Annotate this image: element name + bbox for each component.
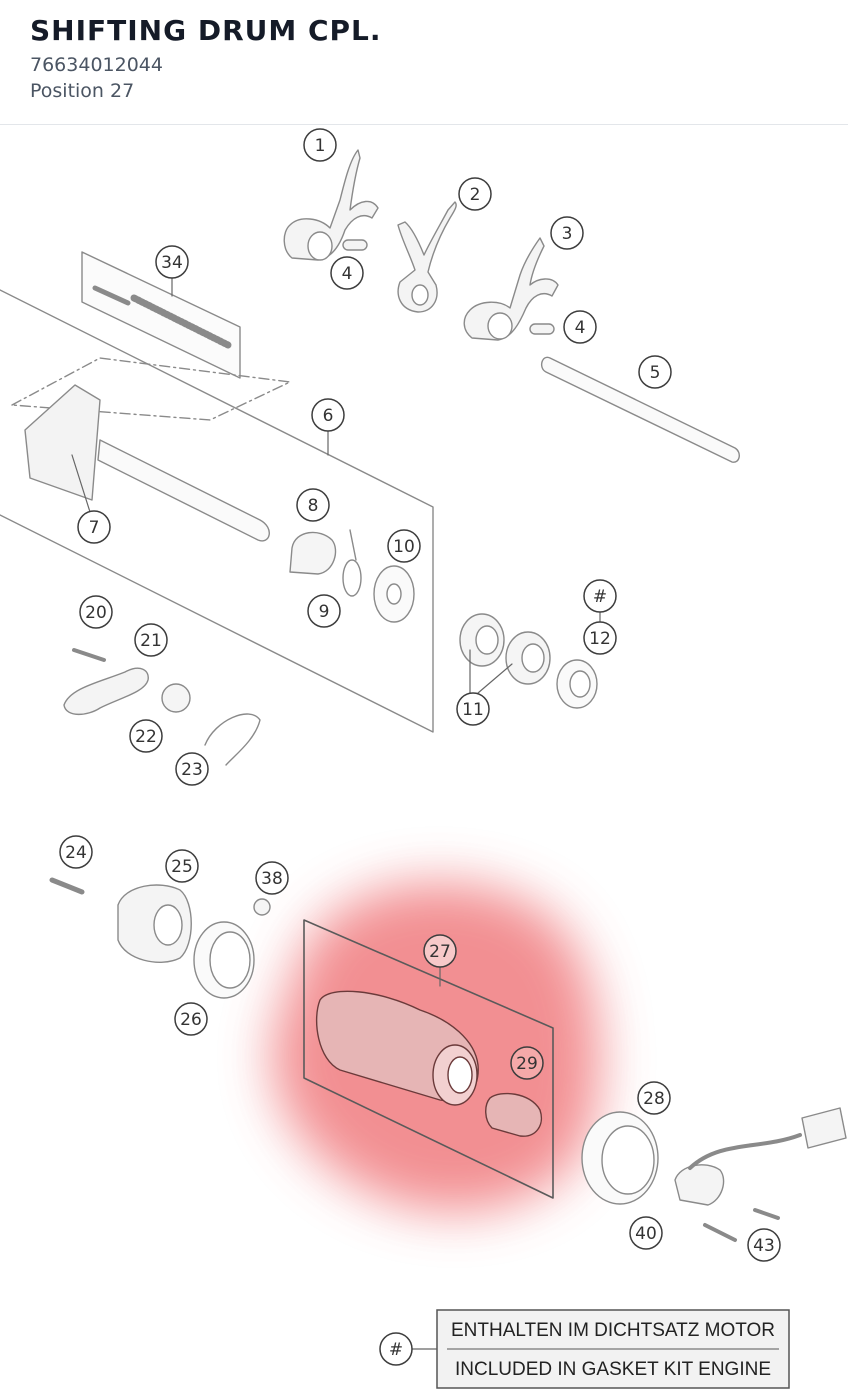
pin-4b bbox=[529, 323, 555, 335]
svg-text:4: 4 bbox=[342, 264, 353, 284]
callout-26[interactable]: 26 bbox=[174, 1002, 208, 1036]
svg-text:29: 29 bbox=[516, 1054, 538, 1074]
seal-12 bbox=[556, 659, 598, 709]
callout-10[interactable]: 10 bbox=[387, 529, 421, 563]
svg-text:2: 2 bbox=[470, 185, 481, 205]
callout-hash-a[interactable]: # bbox=[583, 579, 617, 613]
washer-10 bbox=[373, 565, 415, 623]
part-9 bbox=[342, 529, 362, 597]
gasket-kit-legend: ENTHALTEN IM DICHTSATZ MOTOR INCLUDED IN… bbox=[436, 1309, 790, 1389]
part-8 bbox=[289, 531, 337, 575]
seal-28 bbox=[581, 1111, 659, 1205]
svg-text:27: 27 bbox=[429, 942, 451, 962]
callout-21[interactable]: 21 bbox=[134, 623, 168, 657]
svg-text:10: 10 bbox=[393, 537, 415, 557]
svg-text:7: 7 bbox=[89, 518, 100, 538]
legend-line-1: ENTHALTEN IM DICHTSATZ MOTOR bbox=[451, 1320, 775, 1341]
callout-23[interactable]: 23 bbox=[175, 752, 209, 786]
part-25 bbox=[117, 884, 192, 963]
svg-text:8: 8 bbox=[308, 496, 319, 516]
shift-fork-2 bbox=[397, 201, 457, 313]
svg-text:26: 26 bbox=[180, 1010, 202, 1030]
callout-3[interactable]: 3 bbox=[550, 216, 584, 250]
screw-40 bbox=[703, 1223, 737, 1242]
svg-text:22: 22 bbox=[135, 727, 157, 747]
bearings-11 bbox=[459, 613, 551, 685]
sensor-40 bbox=[674, 1107, 847, 1206]
callout-hash-b: # bbox=[379, 1332, 413, 1366]
callout-4b[interactable]: 4 bbox=[563, 310, 597, 344]
seal-26 bbox=[193, 921, 255, 999]
callout-2[interactable]: 2 bbox=[458, 177, 492, 211]
svg-text:21: 21 bbox=[140, 631, 162, 651]
svg-text:28: 28 bbox=[643, 1089, 665, 1109]
svg-text:#: # bbox=[389, 1340, 403, 1360]
callout-25[interactable]: 25 bbox=[165, 849, 199, 883]
callout-5[interactable]: 5 bbox=[638, 355, 672, 389]
callout-6[interactable]: 6 bbox=[311, 398, 345, 432]
callout-8[interactable]: 8 bbox=[296, 488, 330, 522]
svg-text:24: 24 bbox=[65, 843, 87, 863]
svg-text:40: 40 bbox=[635, 1224, 657, 1244]
svg-text:11: 11 bbox=[462, 700, 484, 720]
legend-line-2: INCLUDED IN GASKET KIT ENGINE bbox=[455, 1359, 771, 1380]
screw-43 bbox=[753, 1208, 780, 1220]
callout-40[interactable]: 40 bbox=[629, 1216, 663, 1250]
lever-group-20-23 bbox=[63, 648, 261, 766]
svg-text:25: 25 bbox=[171, 857, 193, 877]
svg-text:20: 20 bbox=[85, 603, 107, 623]
svg-text:3: 3 bbox=[562, 224, 573, 244]
svg-text:1: 1 bbox=[315, 136, 326, 156]
part-number: 76634012044 bbox=[30, 54, 163, 76]
callout-20[interactable]: 20 bbox=[79, 595, 113, 629]
fork-shaft-5 bbox=[540, 356, 740, 463]
callout-24[interactable]: 24 bbox=[59, 835, 93, 869]
shift-shaft-box-6 bbox=[0, 289, 434, 733]
callout-1[interactable]: 1 bbox=[303, 128, 337, 162]
screw-38 bbox=[253, 898, 271, 916]
callout-7[interactable]: 7 bbox=[77, 510, 111, 544]
bolt-24 bbox=[49, 877, 85, 895]
leader-lines bbox=[71, 276, 601, 1350]
svg-text:4: 4 bbox=[575, 318, 586, 338]
svg-text:23: 23 bbox=[181, 760, 203, 780]
callout-34[interactable]: 34 bbox=[155, 245, 189, 279]
svg-text:38: 38 bbox=[261, 869, 283, 889]
callout-28[interactable]: 28 bbox=[637, 1081, 671, 1115]
pin-4a bbox=[342, 239, 368, 251]
shifting-drum-box-27 bbox=[303, 919, 554, 1199]
callout-27[interactable]: 27 bbox=[423, 934, 457, 968]
svg-text:6: 6 bbox=[323, 406, 334, 426]
shift-fork-3 bbox=[463, 237, 559, 341]
callout-12[interactable]: 12 bbox=[583, 621, 617, 655]
part-header: SHIFTING DRUM CPL. 76634012044 Position … bbox=[0, 0, 848, 125]
part-title: SHIFTING DRUM CPL. bbox=[30, 14, 382, 47]
svg-text:9: 9 bbox=[319, 602, 330, 622]
callout-43[interactable]: 43 bbox=[747, 1228, 781, 1262]
svg-text:43: 43 bbox=[753, 1236, 775, 1256]
callout-22[interactable]: 22 bbox=[129, 719, 163, 753]
svg-text:12: 12 bbox=[589, 629, 611, 649]
shift-fork-1 bbox=[283, 149, 379, 261]
callout-9[interactable]: 9 bbox=[307, 594, 341, 628]
svg-text:5: 5 bbox=[650, 363, 661, 383]
svg-text:34: 34 bbox=[161, 253, 183, 273]
callout-4a[interactable]: 4 bbox=[330, 256, 364, 290]
callout-11[interactable]: 11 bbox=[456, 692, 490, 726]
exploded-diagram: 1 2 3 4 4 5 34 6 7 8 9 10 # 12 11 20 21 … bbox=[0, 128, 847, 1389]
spring-assembly-34 bbox=[81, 251, 241, 379]
part-position: Position 27 bbox=[30, 80, 135, 102]
svg-text:#: # bbox=[593, 587, 607, 607]
callout-29[interactable]: 29 bbox=[510, 1046, 544, 1080]
callout-38[interactable]: 38 bbox=[255, 861, 289, 895]
